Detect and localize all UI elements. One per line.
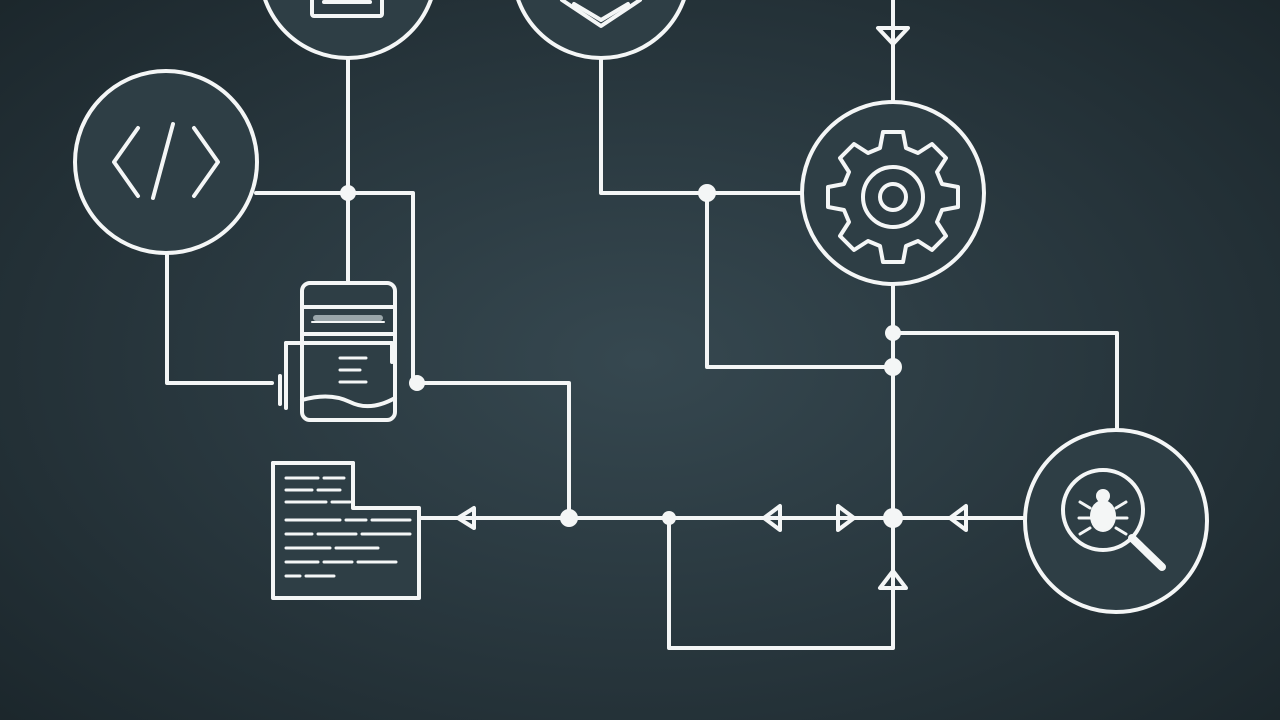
junction-dot bbox=[560, 509, 578, 527]
shield-icon bbox=[560, 0, 642, 28]
arrow-up-trunk bbox=[878, 569, 908, 590]
connector-bug-branch bbox=[891, 331, 1119, 432]
node-file-stack bbox=[278, 281, 397, 422]
document-icon bbox=[310, 0, 384, 18]
junction-dot bbox=[885, 325, 901, 341]
connector-file-to-bus bbox=[411, 381, 571, 520]
arrow-left-bug bbox=[948, 504, 968, 532]
junction-dot bbox=[698, 184, 716, 202]
junction-dot bbox=[883, 508, 903, 528]
node-debug bbox=[1023, 428, 1209, 614]
file-stack-icon bbox=[278, 281, 397, 422]
arrow-left-log bbox=[456, 506, 476, 530]
code-brackets-icon bbox=[112, 122, 220, 200]
junction-dot bbox=[409, 375, 425, 391]
arrow-right-center bbox=[836, 504, 856, 532]
arrow-left-center bbox=[762, 504, 782, 532]
node-circle bbox=[73, 69, 259, 255]
connector-gear-loop bbox=[705, 191, 895, 369]
arrow-down-top bbox=[876, 26, 910, 46]
connector-code-right bbox=[254, 191, 415, 385]
junction-dot bbox=[340, 185, 356, 201]
connector-lines bbox=[165, 0, 1119, 650]
node-log-output bbox=[271, 461, 421, 600]
node-shield-top bbox=[516, 0, 686, 60]
node-circle bbox=[1023, 428, 1209, 614]
connector-code-down bbox=[165, 251, 274, 385]
gear-icon bbox=[826, 130, 960, 264]
node-document-top bbox=[263, 0, 433, 60]
junction-dot bbox=[662, 511, 676, 525]
connector-shield-gear bbox=[599, 56, 805, 195]
bug-icon bbox=[1090, 489, 1116, 532]
node-circle bbox=[800, 100, 986, 286]
node-settings bbox=[800, 100, 986, 286]
connector-trunk bbox=[667, 284, 895, 650]
bug-search-icon bbox=[1061, 468, 1166, 571]
text-lines bbox=[284, 476, 412, 578]
node-circle bbox=[516, 0, 686, 60]
arrow-heads bbox=[456, 26, 968, 590]
text-document-icon bbox=[271, 461, 421, 600]
node-code bbox=[73, 69, 259, 255]
node-circle bbox=[263, 0, 433, 60]
junction-dots bbox=[340, 184, 903, 528]
junction-dot bbox=[884, 358, 902, 376]
